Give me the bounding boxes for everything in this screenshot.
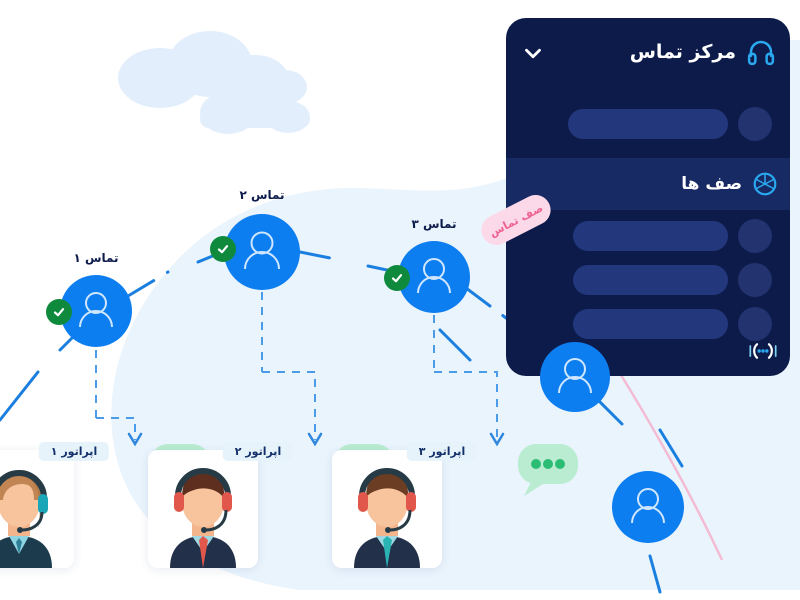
operator-name-tag: اپراتور ۲ (222, 442, 294, 461)
panel-title: مرکز تماس (629, 41, 736, 63)
sound-wave-icon[interactable] (746, 340, 780, 362)
row-bar-placeholder (573, 221, 728, 251)
operator-card[interactable] (148, 450, 258, 568)
row-bar-placeholder (573, 265, 728, 295)
routing-arrowheads (127, 432, 505, 447)
operator-name-tag: اپراتور ۱ (38, 442, 110, 461)
call-status-check-icon (46, 299, 72, 325)
queue-row-2[interactable] (506, 263, 790, 297)
aperture-icon (753, 172, 777, 196)
person-icon (244, 231, 280, 270)
operator-card[interactable] (0, 450, 74, 568)
queue-row-1[interactable] (506, 219, 790, 253)
operator-avatar (332, 450, 442, 568)
routing-dashes (95, 292, 498, 440)
call-status-check-icon (210, 236, 236, 262)
panel-header: مرکز تماس (506, 18, 790, 86)
row-avatar-placeholder (738, 263, 772, 297)
chevron-down-icon[interactable] (520, 40, 546, 66)
call-node-4[interactable] (540, 342, 610, 412)
call-node-2[interactable]: تماس ۲ (210, 188, 300, 290)
person-icon (631, 488, 665, 524)
queue-section-header[interactable]: صف ها (506, 158, 790, 210)
operator-avatar (148, 450, 258, 568)
operator-avatar (0, 450, 74, 568)
person-icon (79, 292, 113, 328)
headset-icon (747, 40, 775, 66)
chat-bubble-icon (518, 444, 578, 496)
queue-row-3[interactable] (506, 307, 790, 341)
cloud-small (200, 83, 310, 134)
queue-section-title: صف ها (681, 174, 742, 194)
operator-name-tag: اپراتور ۳ (406, 442, 478, 461)
call-node-5[interactable] (612, 471, 684, 543)
call-label: تماس ۲ (239, 188, 285, 202)
call-node-1[interactable]: تماس ۱ (46, 251, 132, 347)
row-bar-placeholder (573, 309, 728, 339)
row-bar-placeholder (568, 109, 728, 139)
operator-card[interactable] (332, 450, 442, 568)
call-node-3[interactable]: تماس ۳ (384, 217, 470, 313)
call-center-panel: مرکز تماس صف ها (506, 18, 790, 376)
call-label: تماس ۱ (73, 251, 119, 265)
person-icon (558, 358, 592, 394)
person-icon (417, 258, 451, 294)
row-avatar-placeholder (738, 219, 772, 253)
call-status-check-icon (384, 265, 410, 291)
call-label: تماس ۳ (411, 217, 457, 231)
row-avatar-placeholder (738, 307, 772, 341)
panel-row-placeholder-top[interactable] (506, 107, 790, 141)
row-avatar-placeholder (738, 107, 772, 141)
